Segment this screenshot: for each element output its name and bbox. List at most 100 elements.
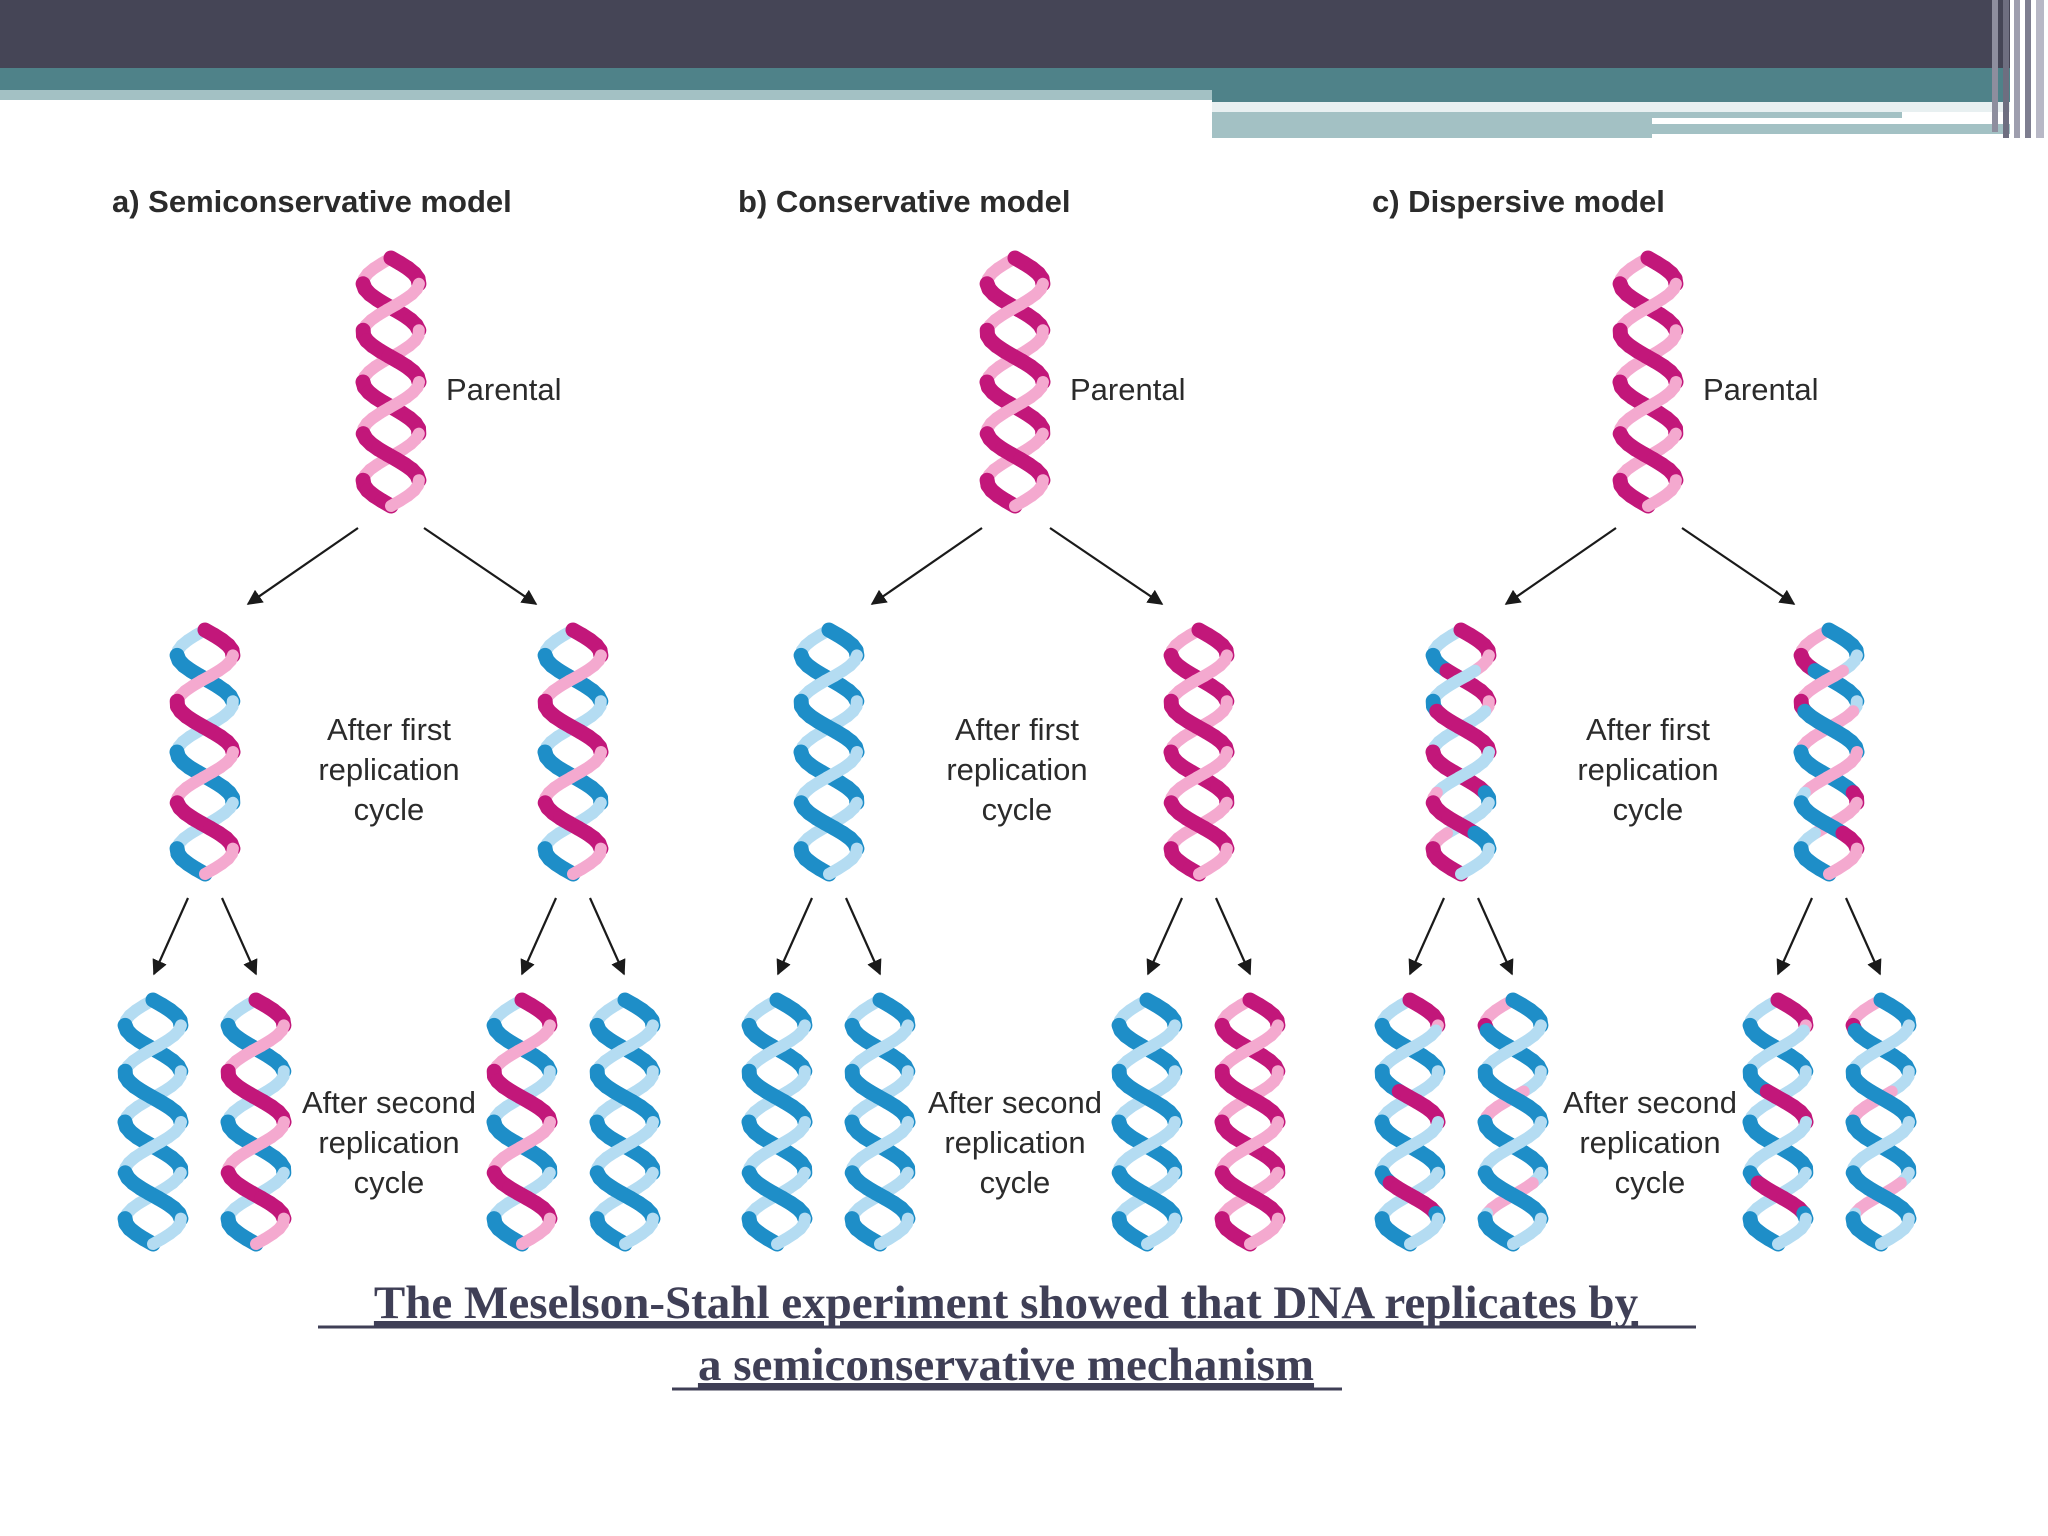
strand-segment [1193,862,1214,880]
header-right-ribbon-3 [2014,0,2020,138]
header-right-ribbon-2 [2003,0,2009,138]
helix-b-gen1-left-strand-b [793,624,865,882]
header-teal-band-right [1212,90,2010,102]
helix-a-gen1-right-strand-a [537,622,609,880]
model-b-second-cycle-line2: replication [944,1125,1085,1160]
arrow-b-right [1049,527,1164,605]
helix-b-gen2-3-strand-a [1111,992,1183,1250]
header-teal-light-strip [1212,112,1902,118]
helix-c-gen2-3 [1742,992,1814,1252]
helix-c-gen1-left-strand-b [1425,624,1497,882]
helix-b-gen1-right-strand-a [1163,622,1235,880]
helix-a-gen1-left [169,622,241,882]
model-c-second-cycle-line1: After second [1563,1085,1737,1120]
helix-b-gen1-right [1163,622,1235,882]
model-c-second-cycle-label: After second replication cycle [1563,1085,1737,1200]
header-teal-light-stub [1212,118,1652,138]
model-a-parental-label: Parental [446,372,561,407]
model-c-second-cycle-line2: replication [1579,1125,1720,1160]
helix-b-parental-strand-a [979,250,1051,512]
helix-c-gen1-left-strand-a [1425,622,1497,880]
strand-segment [147,1232,168,1250]
helix-c-gen2-2 [1477,992,1549,1252]
strand-segment [1009,494,1030,512]
header-teal-light-tail [1652,124,2010,134]
arrows-first-to-second [152,897,1882,976]
helix-b-gen1-left-strand-a [793,622,865,880]
caption-line2: a semiconservative mechanism [698,1339,1314,1391]
strand-segment [619,1232,640,1250]
helix-c-gen1-left [1425,622,1497,882]
caption: The Meselson-Stahl experiment showed tha… [374,1277,1639,1391]
header-dark-band [0,0,2010,68]
strand-segment [1772,1232,1793,1250]
dna-helices [117,250,1917,1252]
header-right-ribbon-1 [1992,0,1998,132]
helix-c-parental-strand-a [1612,250,1684,512]
helix-c-gen2-1-strand-a [1374,992,1446,1250]
helix-b-gen2-2-strand-a [844,992,916,1250]
header-teal-light-band-left [0,90,1212,100]
model-b-first-cycle-line1: After first [955,712,1079,747]
model-b-title: b) Conservative model [738,184,1070,219]
arrow-c2-right [1844,897,1882,976]
model-a-second-cycle-line3: cycle [354,1165,425,1200]
arrow-c1-left [1408,897,1446,976]
helix-c-gen1-right [1793,622,1865,882]
helix-a-parental-strand-a [355,250,427,512]
arrow-b2-left [1146,897,1184,976]
arrow-c2-left [1776,897,1814,976]
model-c-first-cycle-line3: cycle [1613,792,1684,827]
helix-b-parental [979,250,1051,514]
helix-b-gen2-4-strand-a [1214,992,1286,1250]
strand-segment [199,862,220,880]
strand-segment [771,1232,792,1250]
strand-segment [385,494,406,512]
helix-c-gen2-2-strand-b [1477,994,1549,1252]
helix-a-gen2-4-strand-a [589,992,661,1250]
helix-b-gen2-1-strand-a [741,992,813,1250]
helix-a-parental [355,250,427,514]
model-b-second-cycle-line3: cycle [980,1165,1051,1200]
strand-segment [567,862,588,880]
helix-a-gen1-right [537,622,609,882]
model-b-first-cycle-label: After first replication cycle [946,712,1087,827]
model-a-second-cycle-label: After second replication cycle [302,1085,476,1200]
helix-a-gen2-1 [117,992,189,1252]
model-c-parental-label: Parental [1703,372,1818,407]
model-a-second-cycle-line2: replication [318,1125,459,1160]
model-c-first-cycle-line2: replication [1577,752,1718,787]
arrow-a-left [246,527,359,605]
helix-b-gen2-4 [1214,992,1286,1252]
model-a-first-cycle-line1: After first [327,712,451,747]
model-b-second-cycle-line1: After second [928,1085,1102,1120]
helix-b-gen2-1 [741,992,813,1252]
model-c-first-cycle-label: After first replication cycle [1577,712,1718,827]
model-b-first-cycle-line3: cycle [982,792,1053,827]
helix-a-gen2-4 [589,992,661,1252]
strand-segment [1875,1232,1896,1250]
arrow-b1-left [776,897,814,976]
helix-a-gen1-left-strand-a [169,622,241,880]
arrow-c-left [1504,527,1617,605]
header-teal-light-band-right [1212,102,2010,112]
strand-segment [516,1232,537,1250]
arrow-c-right [1681,527,1796,605]
model-b-parental-label: Parental [1070,372,1185,407]
strand-segment [1507,1232,1528,1250]
model-c-second-cycle-line3: cycle [1615,1165,1686,1200]
model-c-title: c) Dispersive model [1372,184,1665,219]
model-a-first-cycle-line3: cycle [354,792,425,827]
arrows-parental-to-first [246,527,1796,605]
helix-b-gen2-3 [1111,992,1183,1252]
model-b-second-cycle-label: After second replication cycle [928,1085,1102,1200]
strand-segment [1141,1232,1162,1250]
strand-segment [823,862,844,880]
model-a-first-cycle-line2: replication [318,752,459,787]
helix-a-gen2-2-strand-a [220,992,292,1250]
strand-segment [1823,862,1844,880]
helix-b-gen2-2 [844,992,916,1252]
helix-a-gen2-2 [220,992,292,1252]
helix-c-gen2-4 [1845,992,1917,1252]
